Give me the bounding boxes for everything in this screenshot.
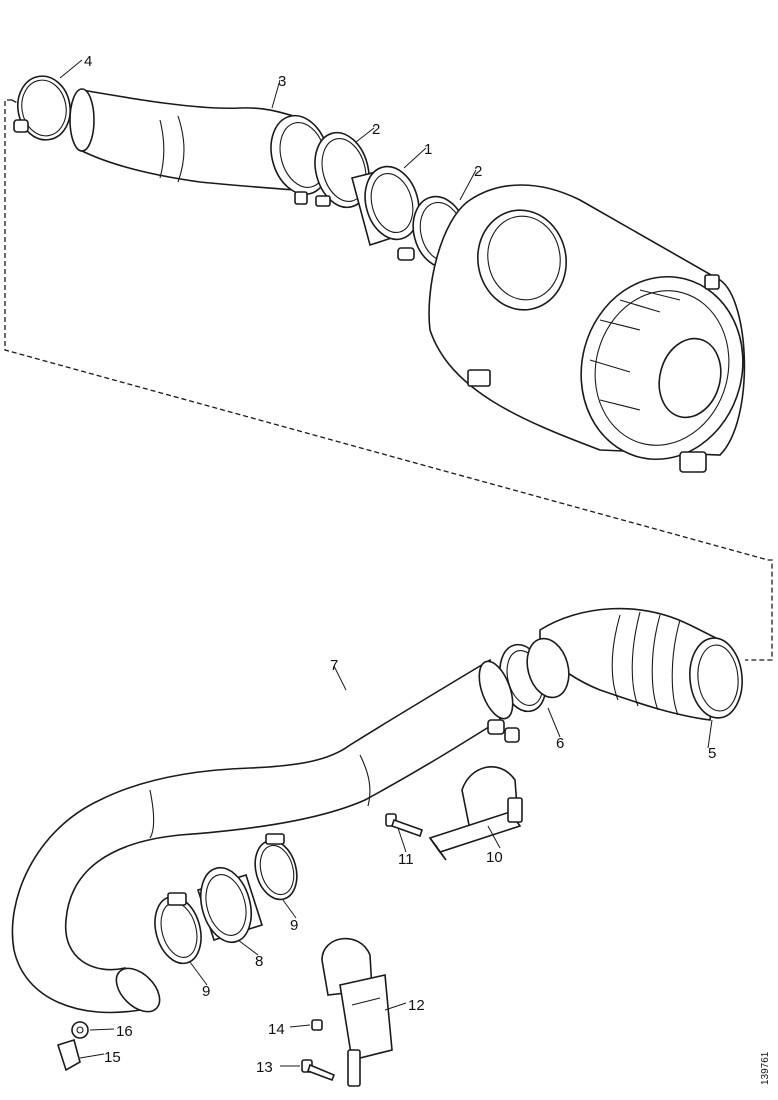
callout-15: 15	[104, 1049, 121, 1066]
part-15-cap	[56, 1038, 81, 1072]
callout-9-right: 9	[290, 917, 298, 934]
callout-5: 5	[708, 745, 716, 762]
part-11-bolt	[385, 813, 424, 838]
callout-16: 16	[116, 1023, 133, 1040]
callout-labels: 4 3 2 1 2 5 6 7 8 9 9 10 11 12 13 14 15 …	[84, 53, 716, 1076]
callout-12: 12	[408, 997, 425, 1014]
leader-lines	[59, 59, 713, 1067]
callout-2-lower: 2	[474, 163, 482, 180]
callout-11: 11	[398, 851, 414, 868]
part-8-sleeve	[196, 866, 264, 944]
callout-14: 14	[268, 1021, 285, 1038]
part-4-hose-clamp	[13, 75, 72, 141]
callout-4: 4	[84, 53, 92, 70]
drawing-code: 139761	[760, 1051, 771, 1085]
part-3-intake-hose	[69, 88, 330, 205]
part-12-bracket	[321, 937, 393, 1087]
callout-6: 6	[556, 735, 564, 752]
part-9-clamp-left	[154, 892, 202, 965]
part-16-grommet	[71, 1021, 89, 1039]
callout-9-left: 9	[202, 983, 210, 1000]
callout-13: 13	[256, 1059, 273, 1076]
callout-2-upper: 2	[372, 121, 380, 138]
callout-1: 1	[424, 141, 432, 158]
part-1-sleeve	[351, 165, 420, 247]
callout-7: 7	[330, 657, 338, 674]
air-filter-housing	[428, 184, 746, 473]
part-14-nut	[311, 1019, 323, 1031]
part-10-bracket	[428, 766, 523, 861]
part-7-intake-pipe	[11, 658, 520, 1014]
callout-3: 3	[278, 73, 286, 90]
part-5-bellows-elbow	[539, 607, 743, 721]
callout-8: 8	[255, 953, 263, 970]
part-9-clamp-right	[254, 833, 298, 901]
callout-10: 10	[486, 849, 503, 866]
part-13-bolt	[301, 1059, 336, 1082]
